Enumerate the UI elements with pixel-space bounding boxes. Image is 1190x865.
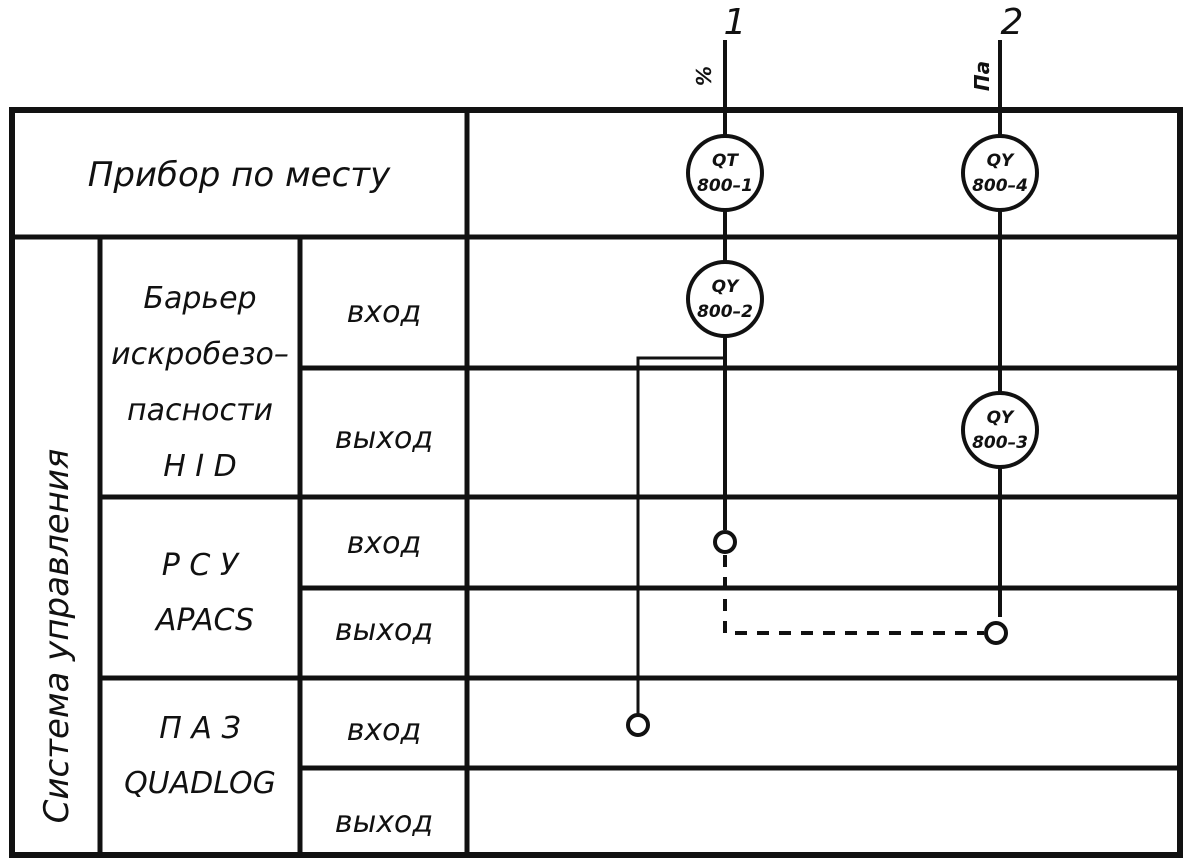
signal-1-link-to-sis — [636, 356, 725, 714]
barrier-label-line-3: пасности — [127, 393, 273, 428]
field-instrument-label: Прибор по месту — [88, 155, 391, 195]
barrier-input-label: вход — [347, 295, 422, 330]
signal-1-link-dcs-internal — [723, 555, 984, 635]
signal-2-unit: Па — [970, 61, 994, 91]
signal-2-number: 2 — [1001, 2, 1024, 43]
table-frame — [9, 107, 1183, 858]
instrument-number: 800–2 — [697, 302, 753, 322]
signal-1-unit: % — [692, 66, 716, 86]
sis-label-line-1: П А З — [159, 711, 240, 746]
instrument-number: 800–1 — [697, 176, 753, 196]
instrument-qy-800-2: QY 800–2 — [686, 260, 764, 338]
barrier-label-line-1: Барьер — [143, 281, 256, 316]
barrier-label-line-4: H I D — [163, 449, 237, 484]
instrument-qt-800-1: QT 800–1 — [686, 134, 764, 212]
barrier-label-line-2: искробезо– — [111, 337, 289, 372]
instrument-qy-800-4: QY 800–4 — [961, 134, 1039, 212]
barrier-output-label: выход — [335, 421, 433, 456]
instrument-number: 800–3 — [972, 433, 1028, 453]
dcs-label-line-1: Р С У — [162, 548, 240, 583]
instrument-number: 800–4 — [972, 176, 1028, 196]
sis-label-line-2: QUADLOG — [124, 766, 276, 801]
signal-1-number: 1 — [724, 2, 747, 43]
control-system-label: Система управления — [37, 449, 77, 824]
connection-node-sis-input — [626, 713, 650, 737]
instrument-tag: QT — [712, 151, 739, 171]
instrument-tag: QY — [987, 151, 1015, 171]
dcs-label-line-2: APACS — [154, 603, 254, 638]
sis-output-label: выход — [335, 805, 433, 840]
sis-input-label: вход — [347, 713, 422, 748]
instrument-tag: QY — [987, 408, 1015, 428]
dcs-output-label: выход — [335, 613, 433, 648]
connection-node-dcs-output — [984, 621, 1008, 645]
dcs-input-label: вход — [347, 526, 422, 561]
instrument-tag: QY — [712, 277, 740, 297]
connection-node-dcs-input — [713, 530, 737, 554]
instrument-qy-800-3: QY 800–3 — [961, 391, 1039, 469]
